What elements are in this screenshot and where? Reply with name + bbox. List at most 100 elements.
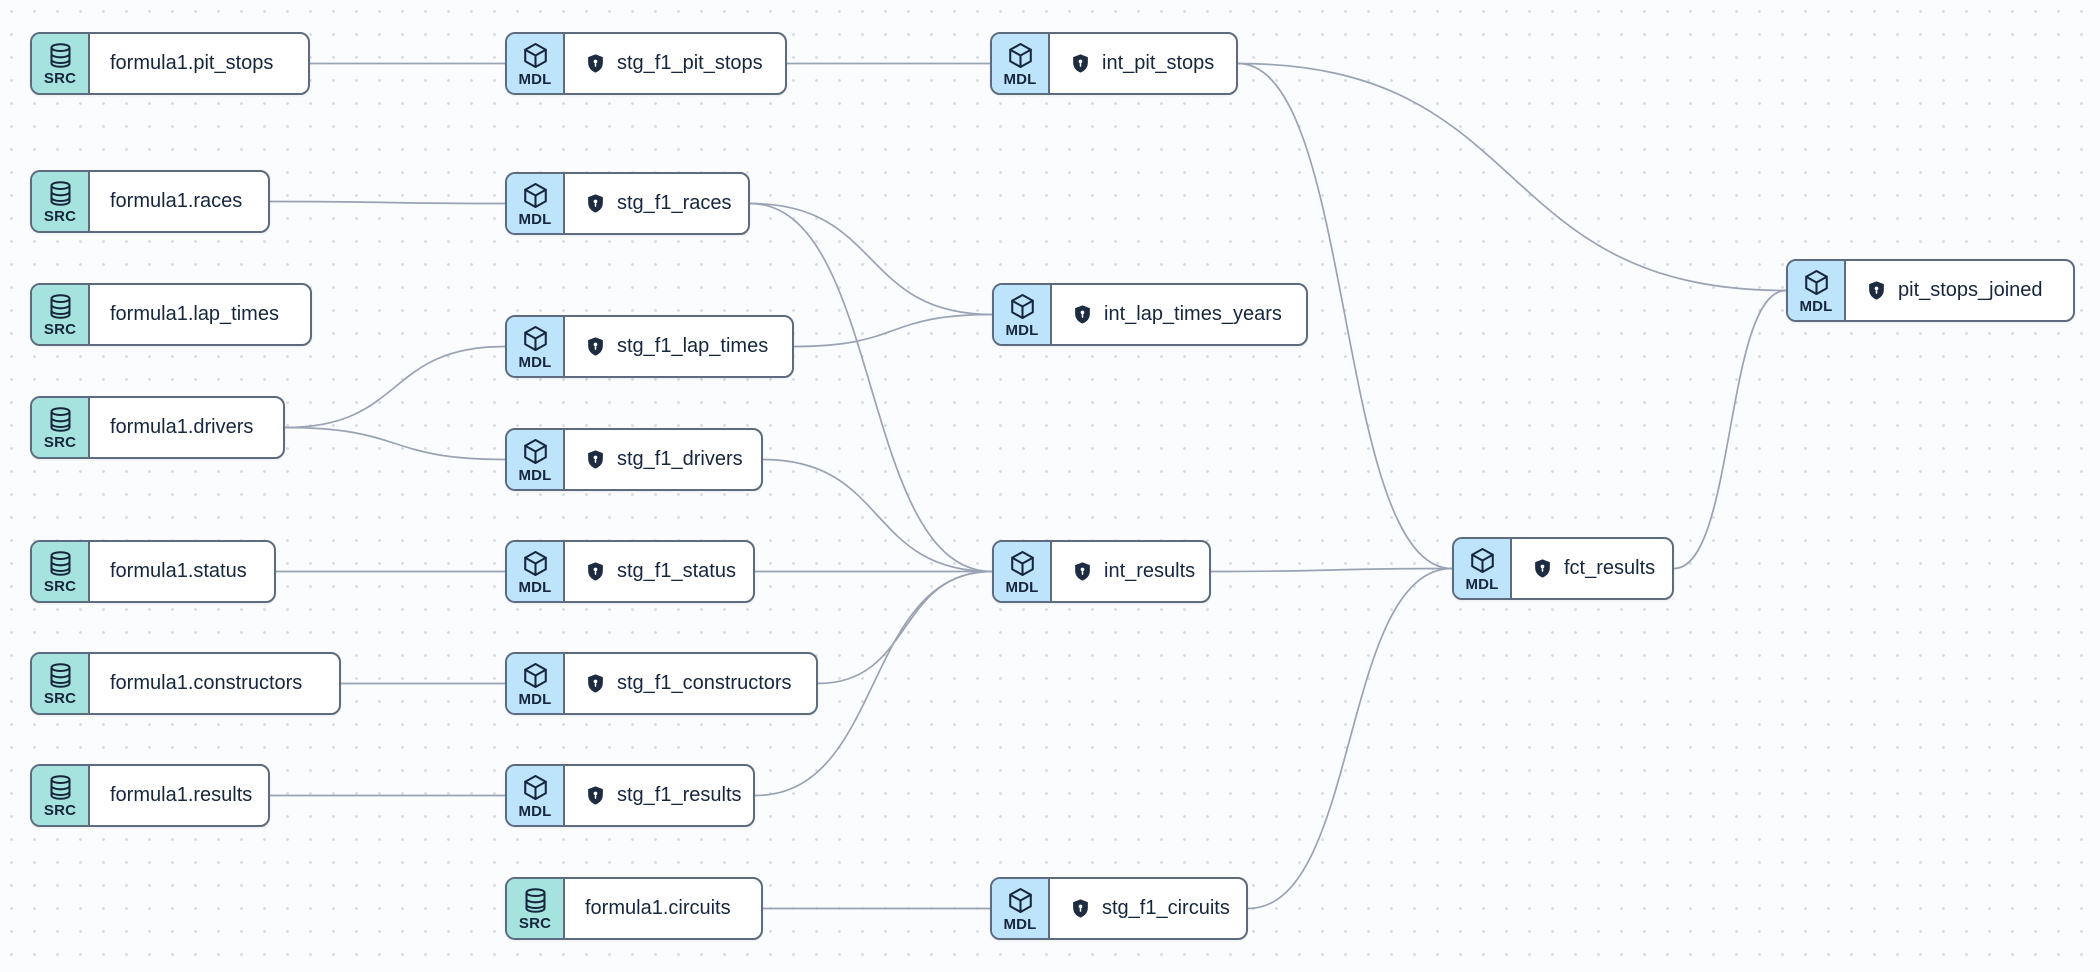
shield-icon	[1072, 304, 1093, 325]
database-icon	[47, 774, 74, 801]
badge-label: SRC	[43, 689, 77, 707]
shield-icon	[585, 785, 606, 806]
cube-icon	[521, 437, 550, 466]
badge-label: MDL	[518, 353, 552, 371]
node-body: formula1.races	[90, 172, 264, 231]
edge-stg_circuits-to-fct_results	[1247, 567, 1453, 910]
node-label: stg_f1_status	[617, 560, 736, 582]
node-label: stg_f1_races	[617, 192, 732, 214]
database-icon	[47, 180, 74, 207]
node-label: stg_f1_drivers	[617, 448, 743, 470]
model-type-badge: MDL	[994, 285, 1052, 344]
node-stg_status[interactable]: MDL stg_f1_status	[505, 540, 755, 603]
model-type-badge: MDL	[1454, 539, 1512, 598]
node-body: stg_f1_status	[565, 542, 758, 601]
shield-icon	[585, 449, 606, 470]
edge-int_pit_stops-to-fct_results	[1237, 62, 1453, 570]
source-type-badge: SRC	[32, 654, 90, 713]
node-body: int_lap_times_years	[1052, 285, 1304, 344]
model-type-badge: MDL	[507, 766, 565, 825]
node-label: formula1.pit_stops	[110, 52, 274, 74]
node-body: stg_f1_constructors	[565, 654, 814, 713]
node-stg_lap_times[interactable]: MDL stg_f1_lap_times	[505, 315, 794, 378]
cube-icon	[1006, 886, 1035, 915]
database-icon	[47, 662, 74, 689]
model-type-badge: MDL	[994, 542, 1052, 601]
source-type-badge: SRC	[507, 879, 565, 938]
model-type-badge: MDL	[507, 34, 565, 93]
node-body: stg_f1_pit_stops	[565, 34, 785, 93]
node-body: formula1.constructors	[90, 654, 324, 713]
badge-label: MDL	[518, 578, 552, 596]
cube-icon	[1008, 292, 1037, 321]
source-type-badge: SRC	[32, 398, 90, 457]
cube-icon	[1008, 549, 1037, 578]
database-icon	[522, 887, 549, 914]
badge-label: SRC	[43, 69, 77, 87]
cube-icon	[1802, 268, 1831, 297]
badge-label: MDL	[1005, 321, 1039, 339]
node-stg_races[interactable]: MDL stg_f1_races	[505, 172, 750, 235]
badge-label: SRC	[43, 577, 77, 595]
badge-label: MDL	[518, 210, 552, 228]
node-body: int_results	[1052, 542, 1217, 601]
node-src_results[interactable]: SRC formula1.results	[30, 764, 270, 827]
node-body: stg_f1_lap_times	[565, 317, 790, 376]
node-src_pit_stops[interactable]: SRC formula1.pit_stops	[30, 32, 310, 95]
badge-label: SRC	[43, 207, 77, 225]
node-body: stg_f1_races	[565, 174, 754, 233]
edge-src_drivers-to-stg_drivers	[284, 426, 506, 461]
node-label: stg_f1_constructors	[617, 672, 792, 694]
node-label: formula1.lap_times	[110, 303, 279, 325]
node-fct_results[interactable]: MDL fct_results	[1452, 537, 1674, 600]
model-type-badge: MDL	[992, 34, 1050, 93]
source-type-badge: SRC	[32, 542, 90, 601]
node-src_races[interactable]: SRC formula1.races	[30, 170, 270, 233]
edge-stg_races-to-int_lap_times_years	[749, 202, 993, 316]
edge-stg_drivers-to-int_results	[762, 458, 993, 573]
shield-icon	[1070, 898, 1091, 919]
node-body: stg_f1_results	[565, 766, 764, 825]
cube-icon	[521, 661, 550, 690]
node-label: formula1.races	[110, 190, 243, 212]
shield-icon	[1532, 558, 1553, 579]
cube-icon	[521, 181, 550, 210]
badge-label: SRC	[43, 801, 77, 819]
node-label: fct_results	[1564, 557, 1656, 579]
node-label: formula1.constructors	[110, 672, 303, 694]
source-type-badge: SRC	[32, 172, 90, 231]
model-type-badge: MDL	[507, 174, 565, 233]
node-label: formula1.results	[110, 784, 253, 806]
model-type-badge: MDL	[507, 317, 565, 376]
edge-stg_lap_times-to-int_lap_times_years	[793, 313, 993, 348]
shield-icon	[585, 336, 606, 357]
node-src_constructors[interactable]: SRC formula1.constructors	[30, 652, 341, 715]
node-body: formula1.drivers	[90, 398, 275, 457]
database-icon	[47, 293, 74, 320]
edge-int_pit_stops-to-pit_stops_joined	[1237, 62, 1787, 292]
shield-icon	[585, 561, 606, 582]
cube-icon	[521, 41, 550, 70]
badge-label: MDL	[1005, 578, 1039, 596]
node-body: stg_f1_drivers	[565, 430, 765, 489]
cube-icon	[1468, 546, 1497, 575]
node-body: fct_results	[1512, 539, 1677, 598]
edge-stg_results-to-int_results	[754, 570, 993, 797]
model-type-badge: MDL	[507, 542, 565, 601]
node-int_lap_times_years[interactable]: MDL int_lap_times_years	[992, 283, 1308, 346]
cube-icon	[1006, 41, 1035, 70]
model-type-badge: MDL	[992, 879, 1050, 938]
